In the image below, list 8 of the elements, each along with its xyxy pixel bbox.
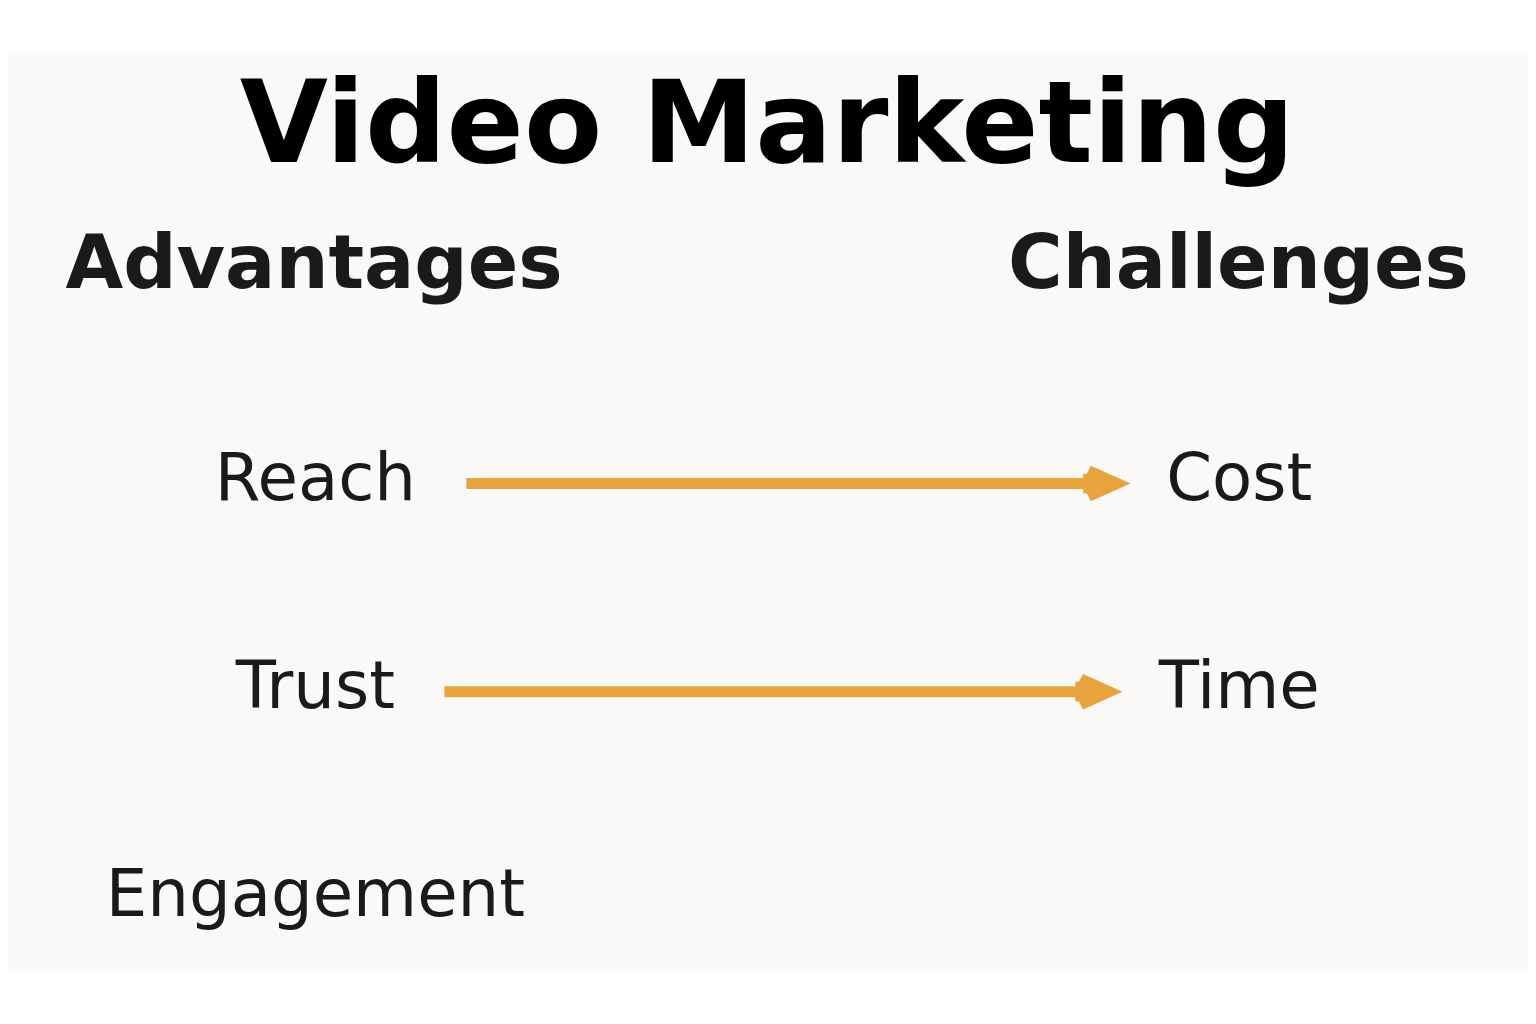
diagram-title: Video Marketing [239, 55, 1295, 189]
node-text: Cost [1166, 438, 1313, 516]
node-text: Time [1158, 647, 1320, 725]
node-text: Reach [214, 438, 417, 516]
node-text: Trust [235, 647, 396, 725]
label: Advantages [65, 218, 563, 306]
label: Challenges [1008, 218, 1469, 306]
node-text: Engagement [105, 855, 526, 933]
